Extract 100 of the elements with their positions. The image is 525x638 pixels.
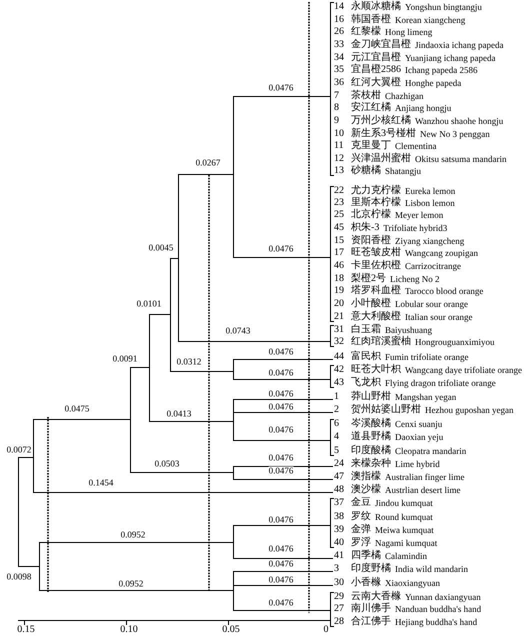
accession-number: 27	[334, 603, 344, 615]
latin-name: Shatangju	[385, 165, 421, 177]
accession-number: 45	[334, 222, 344, 234]
chinese-name: 旺苍大叶枳	[351, 364, 401, 376]
branch-line	[234, 96, 330, 97]
accession-number: 37	[334, 497, 344, 509]
latin-name: Nagami kumquat	[375, 537, 438, 549]
latin-name: Lime hybrid	[395, 458, 440, 470]
chinese-name: 兴津温州蜜柑	[351, 153, 411, 164]
accession-number: 39	[334, 524, 344, 536]
latin-name: Trifoliate hybrid3	[383, 222, 448, 234]
junction-line	[18, 457, 19, 567]
accession-number: 24	[334, 458, 344, 470]
latin-name: Carrizocitrange	[405, 260, 461, 272]
junction-line	[149, 314, 150, 422]
chinese-name: 红肉琯溪蜜柚	[351, 336, 411, 348]
chinese-name: 金弹	[351, 524, 371, 536]
accession-number: 5	[334, 445, 339, 457]
junction-line	[233, 399, 234, 441]
chinese-name: 莽山野柑	[351, 391, 391, 403]
branch-length-label: 0.0267	[196, 158, 220, 168]
latin-name: Hongrouguanximiyou	[415, 336, 494, 348]
chinese-name: 道县野橘	[351, 431, 391, 443]
accession-number: 32	[334, 336, 344, 348]
chinese-name: 富民枳	[351, 351, 381, 363]
branch-line	[178, 341, 330, 342]
branch-length-label: 0.0476	[268, 390, 294, 398]
branch-line	[170, 258, 178, 259]
chinese-name: 南川佛手	[351, 603, 391, 615]
latin-name: Wangcang daye trifoliate orange	[405, 364, 522, 376]
latin-name: Mangshan yegan	[395, 391, 456, 403]
latin-name: Okitsu satsuma mandarin	[415, 153, 506, 165]
accession-number: 4	[334, 431, 339, 443]
latin-name: Wangcang zoupigan	[405, 247, 478, 259]
branch-line	[234, 585, 334, 586]
latin-name: Hong limeng	[385, 26, 432, 38]
branch-line	[234, 359, 334, 360]
branch-length-label: 0.0476	[268, 84, 294, 92]
branch-length-label: 0.0476	[268, 560, 294, 568]
accession-number: 8	[334, 102, 339, 114]
branch-line	[234, 399, 334, 400]
chinese-name: 茶枝柑	[351, 90, 381, 102]
latin-name: Tarocco blood orange	[405, 285, 484, 297]
latin-name: Yuanjiang ichang papeda	[405, 52, 496, 64]
chinese-name: 枳朱-3	[351, 222, 380, 234]
accession-number: 25	[334, 209, 344, 221]
chinese-name: 云南大香橼	[351, 591, 401, 602]
latin-name: Calamindin	[385, 550, 427, 562]
latin-name: Cenxi suanju	[395, 418, 442, 430]
branch-line	[234, 610, 330, 611]
junction-line	[233, 571, 234, 611]
latin-name: Yunnan daxiangyuan	[405, 591, 481, 603]
accession-number: 2	[334, 404, 339, 416]
branch-line	[234, 479, 334, 480]
latin-name: Fumin trifoliate orange	[385, 351, 468, 363]
accession-number: 21	[334, 311, 344, 323]
chinese-name: 红河大翼橙	[351, 77, 401, 89]
branch-length-label: 0.1454	[88, 478, 114, 488]
junction-line	[130, 367, 131, 473]
accession-number: 36	[334, 77, 344, 89]
chinese-name: 安江红橘	[351, 102, 391, 114]
latin-name: Daoxian yeju	[395, 431, 444, 443]
latin-name: Round kumquat	[375, 511, 433, 523]
branch-length-label: 0.0476	[268, 575, 294, 584]
accession-number: 22	[334, 185, 344, 197]
latin-name: Lobular sour orange	[395, 298, 468, 310]
branch-length-label: 0.0476	[268, 244, 294, 254]
accession-number: 23	[334, 197, 344, 209]
chinese-name: 卡里佐枳橙	[351, 260, 401, 272]
accession-number: 31	[334, 324, 344, 336]
chinese-name: 来檬杂种	[351, 458, 391, 470]
accession-number: 47	[334, 471, 344, 483]
junction-line	[233, 96, 234, 258]
branch-line	[234, 571, 334, 572]
branch-line	[234, 558, 334, 559]
chinese-name: 澳沙檬	[351, 484, 381, 496]
latin-name: Honghe papeda	[405, 77, 462, 89]
latin-name: Korean xiangcheng	[395, 14, 466, 26]
branch-length-label: 0.0476	[268, 402, 294, 412]
branch-line	[234, 440, 330, 441]
latin-name: Licheng No 2	[390, 273, 440, 284]
chinese-name: 新生系3号椪柑	[351, 128, 416, 140]
accession-number: 12	[334, 153, 344, 165]
chinese-name: 红黎檬	[351, 26, 381, 38]
branch-line	[150, 314, 170, 315]
latin-name: Ziyang xiangcheng	[395, 235, 464, 246]
chinese-name: 克里曼丁	[351, 140, 391, 152]
accession-number: 40	[334, 537, 344, 549]
branch-length-label: 0.0476	[268, 368, 294, 378]
branch-length-label: 0.0952	[120, 530, 146, 540]
accession-number: 28	[334, 616, 344, 628]
junction-line	[33, 419, 34, 493]
accession-number: 7	[334, 90, 339, 102]
chinese-name: 尤力克柠檬	[351, 185, 401, 196]
branch-line	[234, 257, 330, 258]
accession-number: 30	[334, 577, 344, 589]
latin-name: Australian finger lime	[385, 471, 464, 483]
accession-number: 43	[334, 377, 344, 389]
branch-length-label: 0.0101	[136, 300, 162, 308]
chinese-name: 韩国香橙	[351, 14, 391, 26]
